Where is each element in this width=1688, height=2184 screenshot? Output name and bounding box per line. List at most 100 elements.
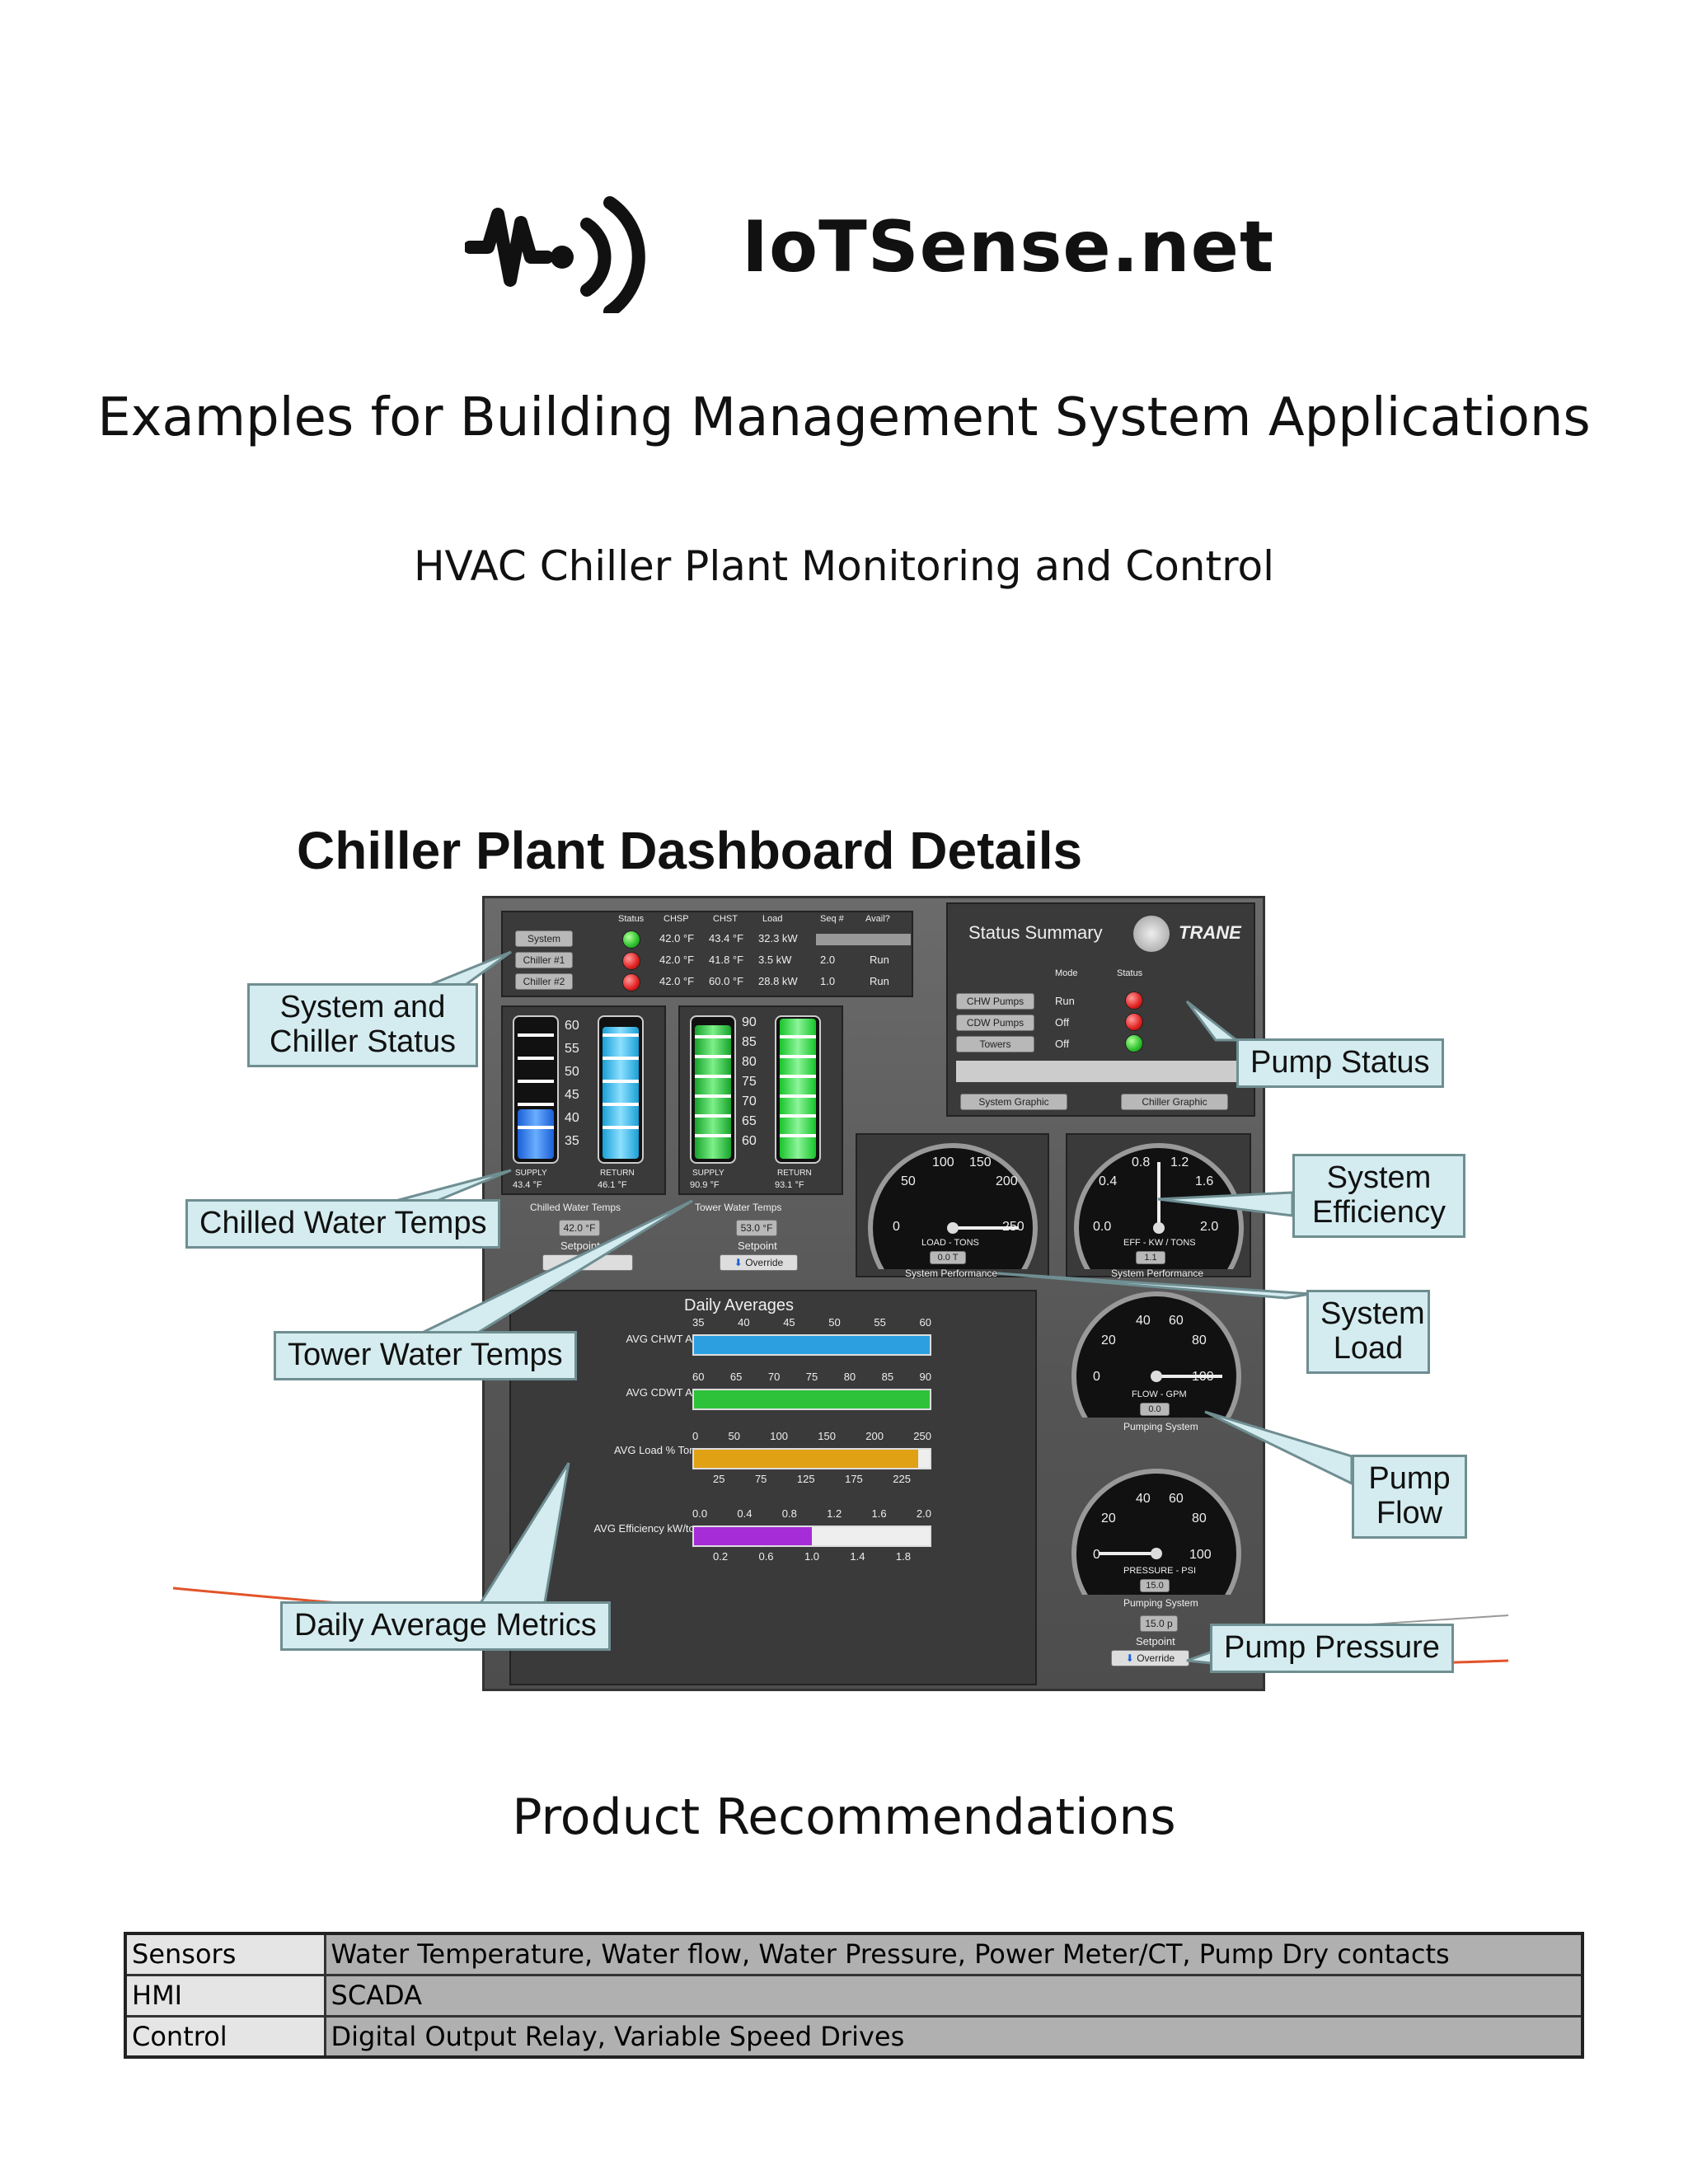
col-status: Status [618,914,645,924]
tick-label: 40 [738,1316,750,1329]
system-graphic-button[interactable]: System Graphic [960,1094,1067,1110]
callout-system-efficiency: System Efficiency [1292,1154,1465,1238]
gauge-tick: 100 [932,1155,954,1169]
scale-label: 90 [742,1015,757,1029]
tick-label: 50 [728,1430,740,1442]
gauge-caption: System Performance [1111,1268,1204,1279]
tick-label: 0.6 [758,1550,774,1563]
tower-setpoint-field[interactable]: 53.0 °F [736,1220,777,1236]
tick-label: 2.0 [916,1507,931,1520]
gauge-caption: Pumping System [1123,1597,1198,1609]
tick-label: 35 [692,1316,705,1329]
chw-caption: Chilled Water Temps [530,1202,621,1213]
tower-override-button[interactable]: ⬇ Override [720,1254,798,1271]
tick [518,1057,554,1060]
load-value: 3.5 kW [758,954,792,966]
scale-label: 60 [565,1019,579,1033]
tower-supply-gauge [690,1015,736,1164]
row-chiller2-button[interactable]: Chiller #2 [515,973,573,990]
scale-label: 80 [742,1055,757,1069]
tick-label: 25 [713,1473,725,1485]
pressure-gauge [1071,1469,1241,1595]
dashboard-figure: Chiller Plant Dashboard Details Status C… [165,804,1517,1710]
figure-title: Chiller Plant Dashboard Details [297,821,1083,880]
tick-label: 45 [783,1316,795,1329]
chwt-bar-fill [694,1336,930,1354]
status-led [622,973,640,991]
tower-setpoint-label: Setpoint [738,1240,777,1252]
bar-ticks: 0.0 0.4 0.8 1.2 1.6 2.0 [692,1507,931,1520]
seq-value: 2.0 [820,954,836,966]
chw-supply-gauge [513,1015,559,1164]
tick-label: 75 [805,1371,818,1383]
supply-label: SUPPLY [515,1169,547,1178]
row-key: Control [124,2014,326,2059]
status-summary-title: Status Summary [968,922,1103,943]
cdw-pumps-button[interactable]: CDW Pumps [956,1015,1034,1031]
cdwt-bar [692,1389,931,1410]
chw-setpoint-field[interactable]: 42.0 °F [559,1220,600,1236]
bar-minor-ticks: 0.2 0.6 1.0 1.4 1.8 [713,1550,911,1563]
chiller-graphic-button[interactable]: Chiller Graphic [1121,1094,1228,1110]
tick [780,1134,816,1137]
tick-label: 200 [865,1430,884,1442]
tick [518,1103,554,1106]
chst-value: 60.0 °F [709,975,744,987]
chw-return-fill [603,1027,639,1159]
override-label: Override [1137,1652,1175,1664]
mode-value: Off [1055,1016,1070,1029]
scale-label: 70 [742,1094,757,1108]
gauge-label: PRESSURE - PSI [1123,1566,1197,1576]
tick-label: 0.4 [737,1507,753,1520]
row-value: SCADA [323,1973,1584,2018]
tick [780,1055,816,1058]
mode-value: Run [1055,995,1075,1007]
return-label: RETURN [600,1169,635,1178]
gauge-tick: 60 [1169,1314,1184,1328]
pressure-setpoint-label: Setpoint [1136,1635,1175,1647]
brand-name: IoTSense.net [742,206,1275,288]
supply-value: 90.9 °F [690,1180,720,1190]
tick [518,1080,554,1083]
row-chiller1-button[interactable]: Chiller #1 [515,952,573,968]
return-label: RETURN [777,1169,812,1178]
tick [603,1080,639,1083]
pressure-override-button[interactable]: ⬇ Override [1111,1650,1189,1666]
tower-return-gauge [775,1015,821,1164]
avail-value: Run [870,954,889,966]
tick-label: 55 [874,1316,886,1329]
row-value: Digital Output Relay, Variable Speed Dri… [323,2014,1584,2059]
gauge-tick: 0.0 [1093,1220,1112,1234]
gauge-tick: 250 [1002,1220,1025,1234]
tick [603,1103,639,1106]
tick-label: 1.2 [827,1507,842,1520]
tick [518,1033,554,1037]
gauge-tick: 50 [901,1174,916,1188]
towers-button[interactable]: Towers [956,1036,1034,1052]
scale-label: 75 [742,1075,757,1089]
supply-value: 43.4 °F [513,1180,542,1190]
tick [780,1035,816,1038]
chw-pumps-button[interactable]: CHW Pumps [956,993,1034,1010]
gauge-value: 1.1 [1136,1251,1165,1264]
bar-label: AVG Efficiency kW/ton [593,1522,701,1535]
pump-status-led [1125,991,1143,1010]
gauge-label: LOAD - TONS [921,1238,979,1248]
pressure-setpoint-field[interactable]: 15.0 p [1140,1615,1178,1632]
gauge-tick: 60 [1169,1492,1184,1506]
callout-system-load: System Load [1306,1290,1430,1374]
tick [518,1126,554,1129]
gauge-caption: Pumping System [1123,1421,1198,1432]
status-table-panel: Status CHSP CHST Load Seq # Avail? Syste… [501,911,913,997]
callout-chilled-water: Chilled Water Temps [185,1199,501,1249]
scale-label: 50 [565,1065,579,1079]
tick [695,1075,731,1078]
tick [695,1094,731,1098]
avail-value: Run [870,975,889,987]
chst-value: 41.8 °F [709,954,744,966]
gauge-value: 15.0 [1140,1579,1170,1592]
bar-ticks: 35 40 45 50 55 60 [692,1316,931,1329]
tick-label: 175 [845,1473,863,1485]
down-arrow-icon: ⬇ [1125,1652,1137,1664]
row-system-button[interactable]: System [515,930,573,947]
